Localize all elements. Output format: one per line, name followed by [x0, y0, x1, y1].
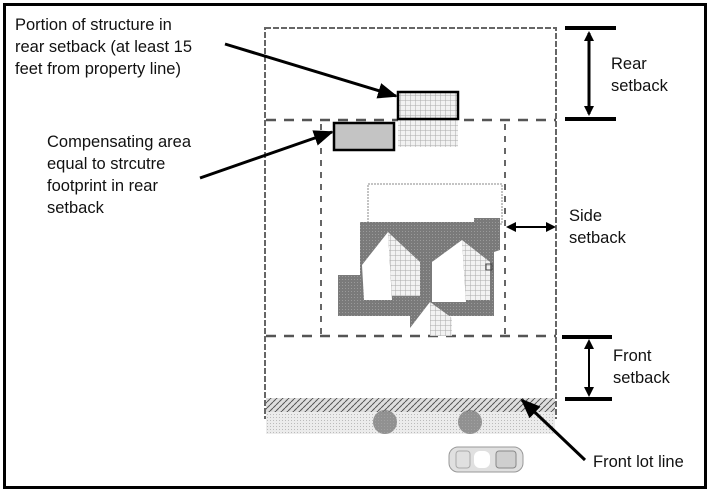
rear-portion-arrow [224, 42, 398, 99]
tree-left [373, 410, 397, 434]
label-compensating-area: Compensating area equal to strcutre foot… [47, 133, 192, 217]
house [338, 183, 503, 336]
label-front-lot-line: Front lot line [593, 453, 684, 471]
label-front-setback: Front setback [613, 347, 670, 387]
label-rear-portion: Portion of structure in rear setback (at… [15, 16, 193, 78]
front-road-sidewalk [266, 412, 555, 434]
car [448, 446, 524, 473]
compensating-arrow [199, 130, 334, 180]
tree-right [458, 410, 482, 434]
label-side-setback: Side setback [569, 207, 626, 247]
compensating-area [332, 121, 396, 152]
front-lot-line-arrow [520, 398, 587, 462]
rear-structure-portion [396, 90, 460, 121]
label-rear-setback: Rear setback [611, 55, 668, 95]
front-road-gravel [266, 398, 555, 412]
